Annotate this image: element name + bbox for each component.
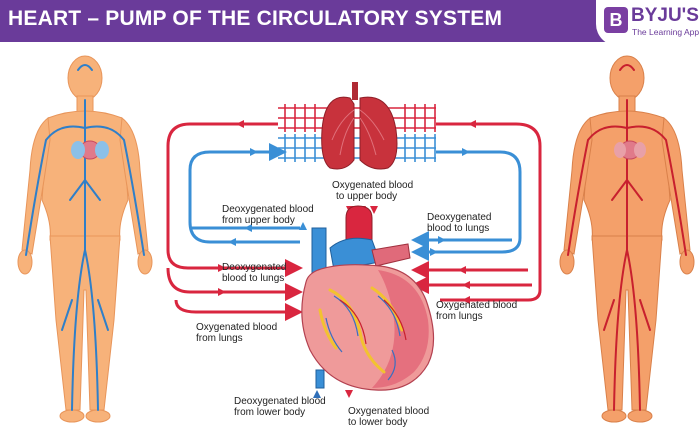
- label-line: Oxygenated blood: [436, 300, 518, 311]
- label-line: to lower body: [348, 417, 408, 428]
- logo-name: BYJU'S: [631, 5, 699, 26]
- label-oxy-from-lungs-right: Oxygenated blood from lungs: [436, 300, 517, 322]
- lungs-icon: [321, 82, 398, 170]
- label-line: Deoxygenated: [222, 262, 287, 273]
- label-line: Oxygenated blood: [348, 406, 430, 417]
- label-line: Oxygenated blood: [332, 180, 414, 191]
- label-deoxy-to-lungs-right: Deoxygenated blood to lungs: [427, 212, 492, 234]
- logo-tagline: The Learning App: [632, 27, 700, 37]
- right-body-arterial: [559, 55, 695, 423]
- label-line: from lower body: [234, 407, 306, 418]
- label-line: Oxygenated blood: [196, 322, 278, 333]
- label-line: Deoxygenated blood: [222, 204, 314, 215]
- label-line: Deoxygenated: [427, 212, 492, 223]
- label-deoxy-upper: Deoxygenated blood from upper body: [222, 204, 314, 226]
- label-oxy-from-lungs-left: Oxygenated blood from lungs: [196, 322, 277, 344]
- page-title: HEART – PUMP OF THE CIRCULATORY SYSTEM: [8, 7, 503, 30]
- byjus-logo-icon: B: [604, 7, 628, 33]
- label-oxy-upper: Oxygenated blood to upper body: [332, 180, 413, 202]
- title-banner: [0, 0, 700, 42]
- label-line: blood to lungs: [222, 273, 285, 284]
- left-body-venous: [17, 55, 153, 423]
- lung-capillary-grid: [278, 104, 436, 162]
- circulation-loops: [166, 122, 542, 321]
- label-oxy-lower: Oxygenated blood to lower body: [348, 406, 429, 428]
- label-deoxy-lower: Deoxygenated blood from lower body: [234, 396, 326, 418]
- label-deoxy-to-lungs-left: Deoxygenated blood to lungs: [222, 262, 287, 284]
- label-line: Deoxygenated blood: [234, 396, 326, 407]
- label-line: from upper body: [222, 215, 295, 226]
- label-line: blood to lungs: [427, 223, 490, 234]
- heart-icon: [301, 205, 435, 391]
- label-line: to upper body: [336, 191, 398, 202]
- label-line: from lungs: [196, 333, 243, 344]
- label-line: from lungs: [436, 311, 483, 322]
